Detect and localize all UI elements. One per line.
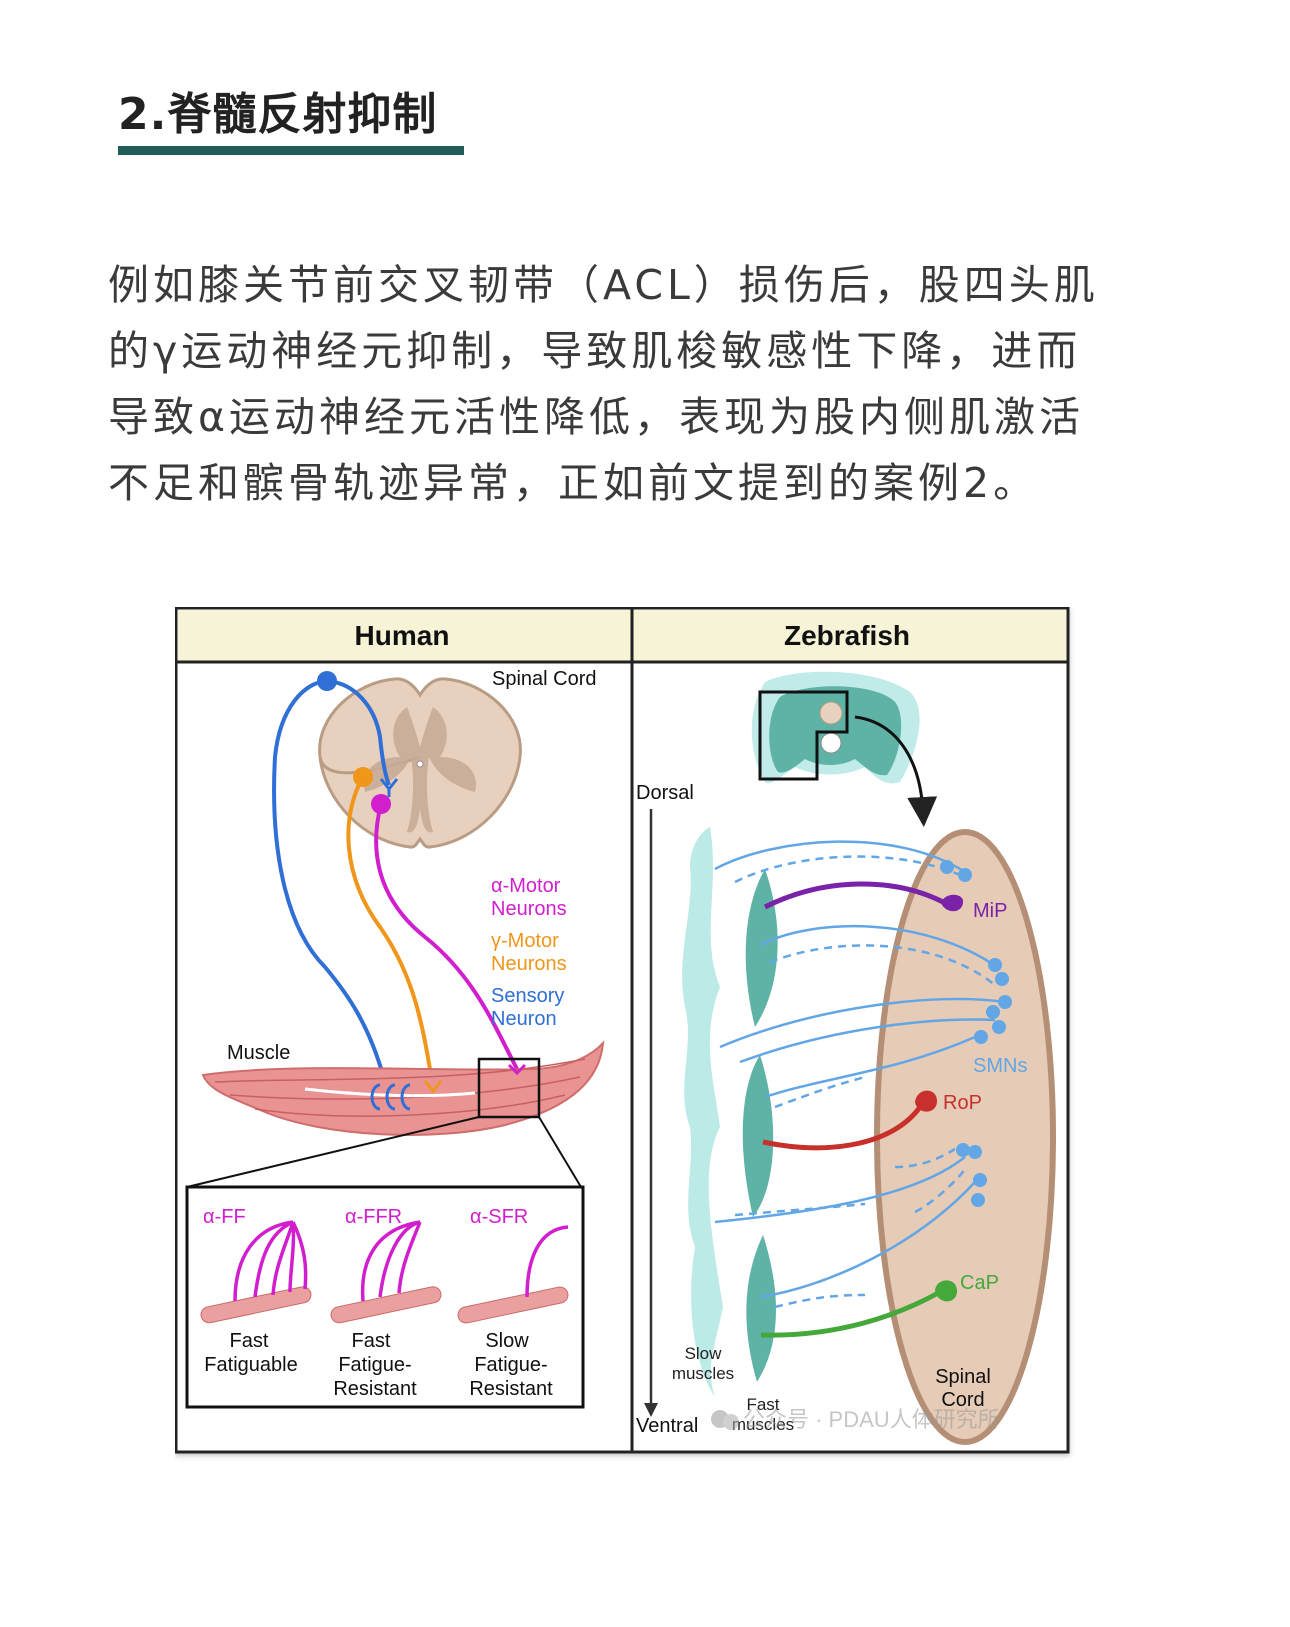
header-band [178,610,1066,662]
rop-soma [915,1090,937,1112]
zebrafish-cross-section [751,671,938,827]
zoom-box [477,1057,541,1119]
sensory-label-line2: Neuron [491,1008,557,1030]
smn-somata [940,860,1012,1207]
gamma-label-line1: γ-Motor [491,930,559,952]
unit-ff-type: α-FF [203,1206,246,1228]
dorsal-label: Dorsal [636,782,694,804]
unit-ff-desc2: Fatiguable [204,1354,297,1376]
gamma-label-line2: Neurons [491,953,567,975]
motor-unit-ff: α-FF Fast Fatiguable [200,1206,312,1376]
mip-label: MiP [973,900,1007,922]
unit-sfr-desc1: Slow [485,1330,529,1352]
unit-ffr-desc1: Fast [352,1330,391,1352]
alpha-axon [374,803,519,1070]
motor-neuron-figure: Human Zebrafish Spinal Cord α-Motor Neur… [174,606,1115,1487]
unit-sfr-type: α-SFR [470,1206,528,1228]
gamma-axon [346,776,435,1088]
paragraph-line: 导致α运动神经元活性降低，表现为股内侧肌激活 [108,393,1085,441]
ventral-label: Ventral [636,1415,698,1437]
spinal-cord-cross-section [318,677,522,849]
motor-unit-sfr: α-SFR Slow Fatigue- Resistant [457,1206,569,1400]
unit-ffr-type: α-FFR [345,1206,402,1228]
spinal-cord-label-line1: Spinal [935,1366,991,1388]
slow-muscles-line2: muscles [672,1364,734,1383]
watermark: 公众号 · PDAU人体研究所 [711,1407,1000,1432]
muscle-spindle-coils [370,1083,411,1111]
paragraph-line: 不足和髌骨轨迹异常，正如前文提到的案例2。 [108,459,1039,507]
unit-sfr-desc3: Resistant [469,1378,553,1400]
section-title: 2.脊髓反射抑制 [118,89,438,140]
alpha-label-line1: α-Motor [491,875,561,897]
rop-axon [762,1105,923,1151]
paragraph-line: 例如膝关节前交叉韧带（ACL）损伤后，股四头肌 [108,261,1099,309]
body-paragraph: 例如膝关节前交叉韧带（ACL）损伤后，股四头肌 的γ运动神经元抑制，导致肌梭敏感… [108,252,1188,516]
paragraph-line: 的γ运动神经元抑制，导致肌梭敏感性下降，进而 [108,327,1082,375]
zebrafish-header: Zebrafish [784,620,910,651]
slow-muscles-line1: Slow [685,1344,723,1363]
motor-unit-ffr: α-FFR Fast Fatigue- Resistant [330,1206,442,1400]
sensory-axon [272,679,387,1083]
unit-ffr-desc3: Resistant [333,1378,417,1400]
fast-muscle-3 [746,1235,776,1382]
human-header: Human [355,620,450,651]
sensory-label-line1: Sensory [491,985,564,1007]
rop-label: RoP [943,1092,982,1114]
muscle-label: Muscle [227,1042,290,1064]
unit-sfr-desc2: Fatigue- [474,1354,547,1376]
smns-label: SMNs [973,1055,1027,1077]
watermark-text: 公众号 · PDAU人体研究所 [743,1407,1000,1432]
spinal-cord-label-line2: Cord [941,1389,984,1411]
unit-ff-desc1: Fast [230,1330,269,1352]
cap-label: CaP [960,1272,999,1294]
title-underline [118,146,464,155]
cap-axon [760,1289,942,1338]
cap-soma [935,1280,957,1302]
slow-muscle-strip [682,827,723,1397]
fast-muscle-1 [745,869,778,1027]
mip-axon [763,881,947,910]
smn-axons [714,840,1006,1309]
spinal-cord-label: Spinal Cord [492,668,597,690]
figure-svg: Human Zebrafish Spinal Cord α-Motor Neur… [174,606,1070,1454]
fast-muscles-line2: muscles [732,1415,794,1434]
sensory-soma [317,671,337,691]
mip-soma [941,894,964,912]
alpha-label-line2: Neurons [491,898,567,920]
unit-ffr-desc2: Fatigue- [338,1354,411,1376]
fast-muscles-line1: Fast [746,1395,779,1414]
zebrafish-spinal-cord [874,829,1056,1445]
